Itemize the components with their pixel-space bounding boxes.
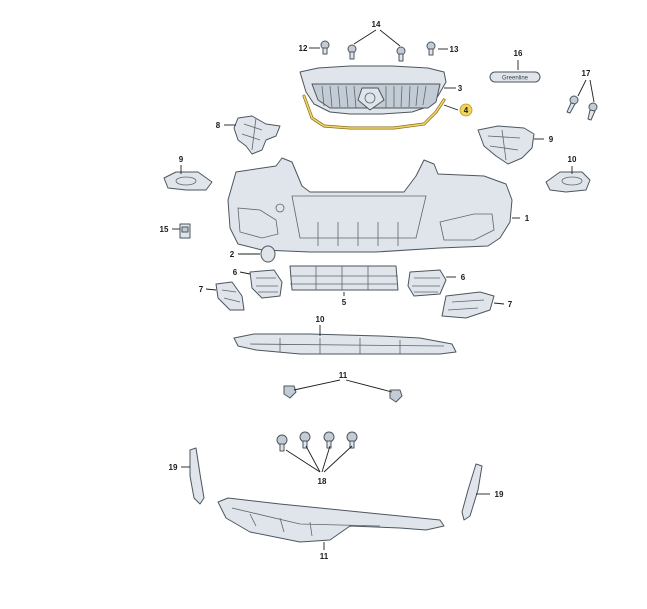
emblem-label: Greenline — [502, 76, 529, 82]
callout-6-right: 6 — [461, 273, 466, 282]
screw-12-right — [396, 46, 406, 62]
lower-grille-5 — [289, 265, 399, 291]
callout-15: 17 — [582, 69, 591, 78]
side-trim-19-right — [461, 463, 483, 521]
callout-9-right: 9 — [549, 135, 554, 144]
callout-7-left: 7 — [199, 285, 204, 294]
lower-spoiler-18 — [217, 497, 445, 543]
greenline-emblem: Greenline — [489, 71, 541, 83]
callout-5: 5 — [342, 298, 347, 307]
tow-hook-cover — [260, 245, 276, 263]
callout-12: 14 — [372, 20, 381, 29]
bracket-9-right — [477, 125, 535, 165]
cover-10-right — [545, 171, 591, 193]
callout-1: 1 — [525, 214, 530, 223]
callout-19-right: 19 — [495, 490, 504, 499]
callout-4: 4 — [464, 106, 469, 115]
fog-trim-7-right — [441, 291, 495, 319]
callout-17: 16 — [514, 49, 523, 58]
clip-14 — [179, 223, 191, 239]
callout-16: 18 — [318, 477, 327, 486]
screw-16-2 — [299, 431, 311, 449]
callout-18: 11 — [320, 552, 329, 561]
callout-7-right: 7 — [508, 300, 513, 309]
screw-16-3 — [323, 431, 335, 449]
callout-2: 2 — [230, 250, 235, 259]
callout-9-left: 8 — [216, 121, 221, 130]
screw-16-4 — [346, 431, 358, 449]
callout-10-right: 10 — [568, 155, 577, 164]
callout-8: 10 — [316, 315, 325, 324]
callout-11-right: 13 — [450, 45, 459, 54]
callout-10-left: 9 — [179, 155, 184, 164]
fog-grille-6-right — [407, 269, 447, 297]
callout-6-left: 6 — [233, 268, 238, 277]
screw-11-left — [320, 40, 330, 55]
callout-13: 11 — [339, 371, 348, 380]
radiator-grille — [299, 65, 447, 115]
highlight-badge-4 — [459, 103, 473, 117]
screw-16-1 — [276, 434, 288, 452]
fog-trim-7-left — [215, 281, 245, 311]
screw-15-a — [566, 95, 579, 114]
leader-lines — [172, 29, 595, 550]
clip-13-right — [389, 389, 403, 403]
bumper-cover — [227, 157, 513, 253]
screw-11-right — [426, 41, 436, 56]
callout-3: 3 — [458, 84, 463, 93]
cover-10-left — [163, 171, 213, 191]
callout-labels: 14 12 13 16 17 3 4 8 9 9 10 1 15 2 6 6 7… — [160, 20, 591, 561]
lower-reinforcement-8 — [233, 333, 457, 355]
callout-14: 15 — [160, 225, 169, 234]
fog-grille-6-left — [249, 269, 283, 299]
grille-trim-strip — [302, 94, 446, 130]
side-trim-19-left — [189, 447, 205, 505]
screw-12-left — [347, 44, 357, 60]
bracket-9-left — [233, 115, 281, 155]
callout-11-left: 12 — [299, 44, 308, 53]
screw-15-b — [587, 102, 598, 121]
clip-13-left — [283, 385, 297, 399]
callout-19-left: 19 — [169, 463, 178, 472]
